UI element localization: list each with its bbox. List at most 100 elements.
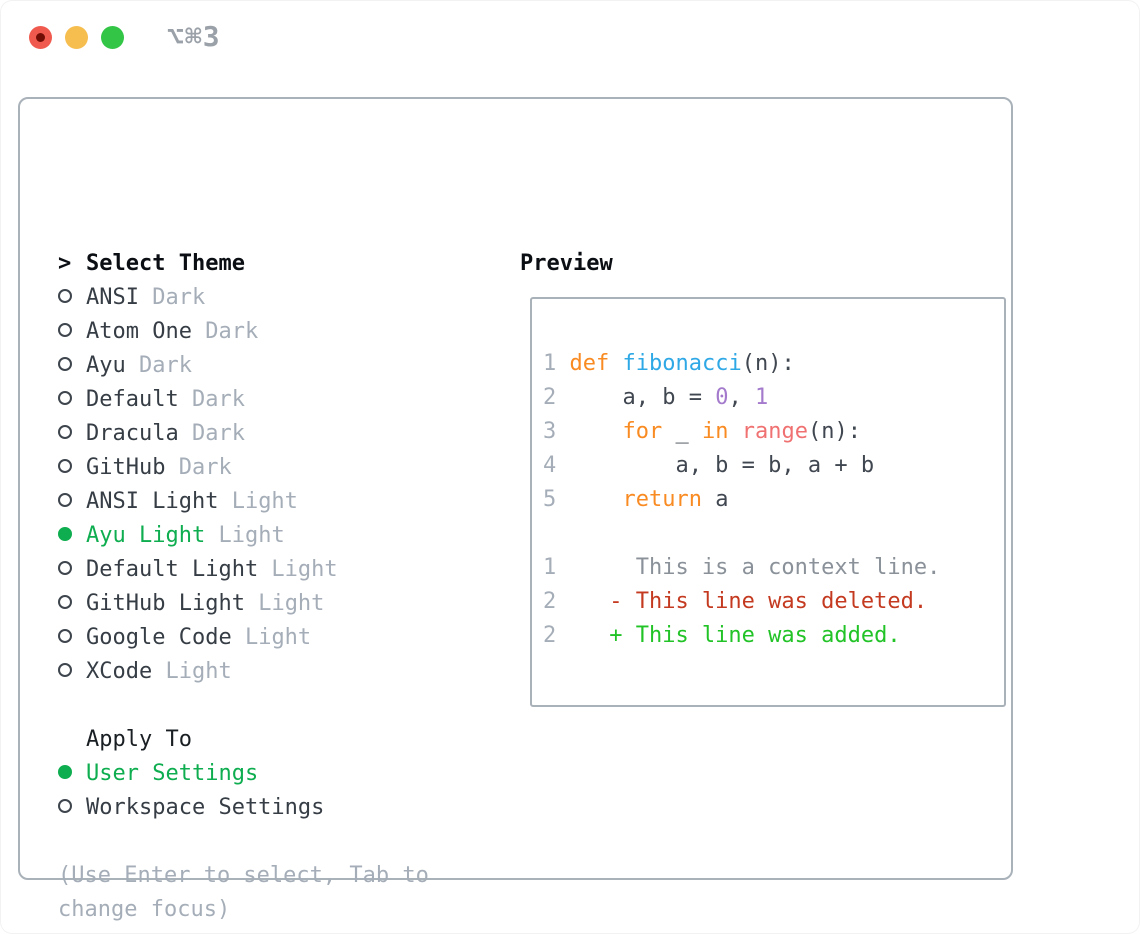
theme-variant-label: Light (218, 489, 298, 514)
code-line: 1 def fibonacci(n): (543, 347, 1004, 381)
unsaved-indicator-dot (36, 33, 45, 42)
radio-icon (58, 425, 72, 439)
theme-variant-label: Dark (178, 387, 245, 412)
radio-icon (58, 289, 72, 303)
code-line: 1 This is a context line. (543, 551, 1004, 585)
radio-icon (58, 391, 72, 405)
code-line: 5 return a (543, 483, 1004, 517)
theme-option-label: Ayu Light (86, 523, 206, 548)
code-token-kw: return (622, 487, 702, 512)
theme-option-label: Google Code (86, 625, 232, 650)
code-token-code: a, b = (569, 385, 716, 410)
hint-line-2: change focus) (58, 897, 231, 922)
code-token-code: (n): (807, 419, 861, 444)
code-token-kw: for (622, 419, 663, 444)
code-token-lit: 1 (754, 385, 769, 410)
line-number: 1 (543, 351, 557, 376)
code-token-code (609, 351, 622, 376)
code-line: 4 a, b = b, a + b (543, 449, 1004, 483)
code-token-fn: fibonacci (622, 351, 742, 376)
line-number: 2 (543, 589, 557, 614)
apply-option-label: User Settings (86, 761, 259, 786)
theme-option-google-code[interactable]: Google Code Light (58, 621, 429, 655)
theme-variant-label: Light (152, 659, 232, 684)
theme-variant-label: Dark (178, 421, 245, 446)
theme-option-xcode[interactable]: XCode Light (58, 655, 429, 689)
code-token-code (728, 419, 741, 444)
code-token-add: + This line was added. (569, 623, 901, 648)
code-token-code: a, b = b, a + b (569, 453, 875, 478)
code-token-code: (n): (741, 351, 795, 376)
close-button[interactable] (29, 26, 52, 49)
spacer-row (58, 689, 429, 723)
code-token-kw: def (569, 351, 610, 376)
radio-icon (58, 799, 72, 813)
theme-option-github[interactable]: GitHub Dark (58, 451, 429, 485)
code-line: 2 + This line was added. (543, 619, 1004, 653)
code-token-call: range (741, 419, 808, 444)
theme-option-label: ANSI Light (86, 489, 219, 514)
line-number: 4 (543, 453, 557, 478)
theme-option-label: XCode (86, 659, 153, 684)
hint-line-1: (Use Enter to select, Tab to (58, 863, 429, 888)
theme-option-default[interactable]: Default Dark (58, 383, 429, 417)
radio-icon (58, 493, 72, 507)
theme-option-atom-one[interactable]: Atom One Dark (58, 315, 429, 349)
theme-option-dracula[interactable]: Dracula Dark (58, 417, 429, 451)
apply-option-label: Workspace Settings (86, 795, 325, 820)
code-line: 3 for _ in range(n): (543, 415, 1004, 449)
theme-option-ansi-light[interactable]: ANSI Light Light (58, 485, 429, 519)
minimize-button[interactable] (65, 26, 88, 49)
theme-variant-label: Light (244, 591, 325, 616)
code-token-del: - This line was deleted. (569, 589, 928, 614)
code-token-code: _ (662, 419, 702, 444)
zoom-button[interactable] (101, 26, 124, 49)
select-theme-header: > Select Theme (58, 247, 429, 281)
theme-variant-label: Dark (165, 455, 232, 480)
theme-option-label: GitHub Light (86, 591, 245, 616)
radio-icon (58, 595, 72, 609)
spacer-row (58, 825, 429, 859)
theme-option-label: Ayu (86, 353, 126, 378)
code-token-lit: 0 (715, 385, 729, 410)
theme-option-label: Atom One (86, 319, 192, 344)
theme-option-ayu-light[interactable]: Ayu Light Light (58, 519, 429, 553)
radio-icon (58, 561, 72, 575)
theme-variant-label: Dark (138, 285, 206, 310)
theme-option-label: Dracula (86, 421, 179, 446)
radio-icon (58, 323, 72, 337)
select-theme-title: Select Theme (86, 251, 245, 276)
theme-variant-label: Light (231, 625, 312, 650)
code-token-ctx: This is a context line. (569, 555, 941, 580)
line-number: 5 (543, 487, 557, 512)
theme-option-ayu[interactable]: Ayu Dark (58, 349, 429, 383)
line-number: 3 (543, 419, 557, 444)
theme-variant-label: Dark (125, 353, 192, 378)
code-token-code: , (728, 385, 755, 410)
line-number: 2 (543, 385, 557, 410)
apply-option-user-settings[interactable]: User Settings (58, 757, 429, 791)
theme-option-default-light[interactable]: Default Light Light (58, 553, 429, 587)
cursor-marker: > (58, 251, 72, 276)
theme-variant-label: Light (258, 557, 338, 582)
theme-option-github-light[interactable]: GitHub Light Light (58, 587, 429, 621)
theme-option-ansi[interactable]: ANSI Dark (58, 281, 429, 315)
code-line (543, 517, 1004, 551)
window-title: ⌥⌘3 (167, 20, 221, 53)
theme-option-label: GitHub (86, 455, 166, 480)
theme-variant-label: Light (205, 523, 285, 548)
apply-option-workspace-settings[interactable]: Workspace Settings (58, 791, 429, 825)
code-line: 2 a, b = 0, 1 (543, 381, 1004, 415)
code-line: 2 - This line was deleted. (543, 585, 1004, 619)
theme-option-label: ANSI (86, 285, 139, 310)
apply-to-header: Apply To (58, 723, 429, 757)
theme-option-label: Default (86, 387, 179, 412)
radio-icon (58, 629, 72, 643)
radio-icon (58, 357, 72, 371)
